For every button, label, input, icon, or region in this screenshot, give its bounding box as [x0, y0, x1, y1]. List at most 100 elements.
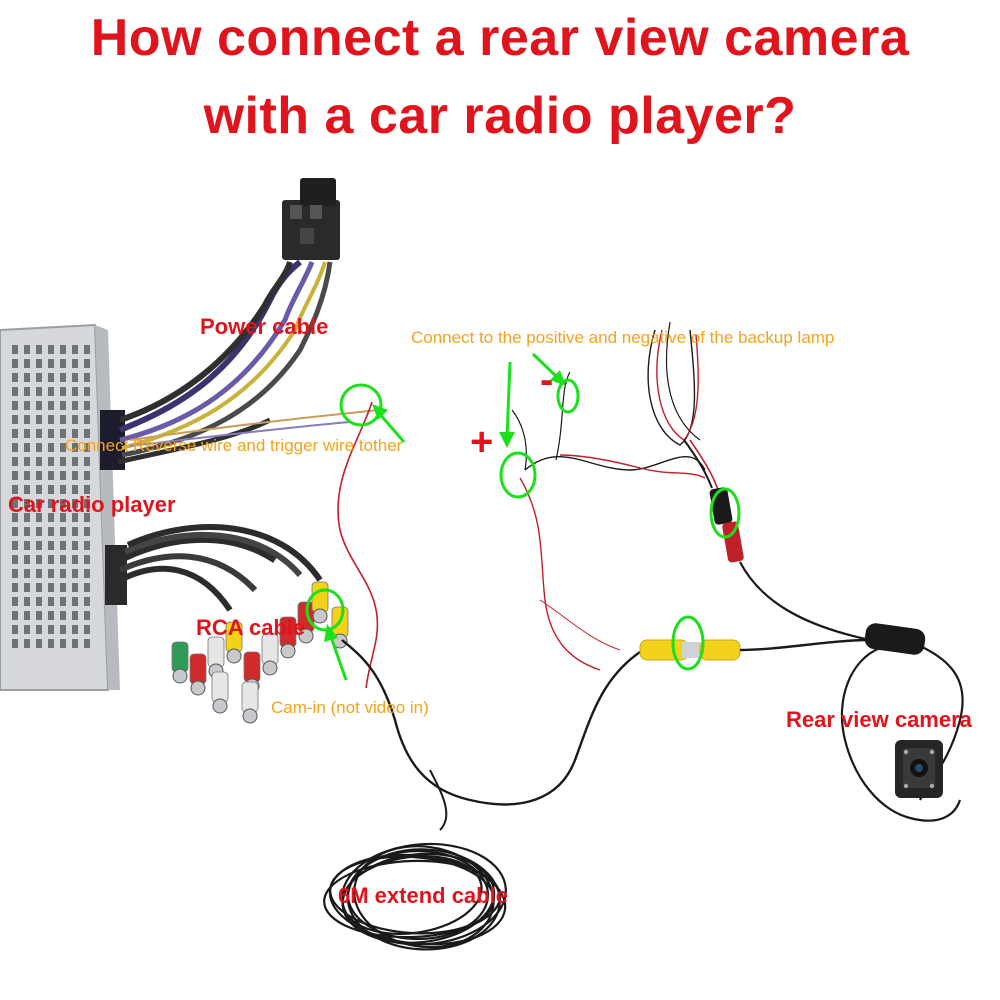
radio-vent-slot: [84, 345, 90, 354]
radio-vent-slot: [12, 471, 18, 480]
extend-cable-route: [341, 639, 641, 806]
radio-vent-slot: [48, 387, 54, 396]
radio-vent-slot: [12, 387, 18, 396]
radio-vent-slot: [36, 471, 42, 480]
radio-vent-slot: [60, 457, 66, 466]
radio-vent-slot: [60, 639, 66, 648]
radio-vent-slot: [72, 485, 78, 494]
radio-vent-slot: [84, 611, 90, 620]
radio-vent-slot: [48, 345, 54, 354]
rca-plug: [189, 653, 207, 685]
radio-vent-slot: [12, 569, 18, 578]
radio-vent-slot: [84, 555, 90, 564]
radio-vent-slot: [48, 611, 54, 620]
radio-vent-slot: [60, 471, 66, 480]
radio-vent-slot: [24, 415, 30, 424]
radio-vent-slot: [36, 359, 42, 368]
radio-vent-slot: [12, 639, 18, 648]
radio-vent-slot: [36, 415, 42, 424]
marker-backup-negative: [556, 378, 580, 414]
radio-vent-slot: [60, 555, 66, 564]
radio-vent-slot: [36, 443, 42, 452]
radio-vent-slot: [72, 373, 78, 382]
radio-vent-slot: [12, 457, 18, 466]
radio-vent-slot: [24, 569, 30, 578]
rca-plug-tip: [242, 708, 258, 724]
radio-vent-slot: [36, 611, 42, 620]
radio-vent-slot: [36, 639, 42, 648]
arrow-reverse-wire: [372, 404, 406, 443]
radio-vent-slot: [84, 359, 90, 368]
radio-vent-slot: [84, 373, 90, 382]
radio-vent-slot: [72, 401, 78, 410]
radio-vent-slot: [84, 625, 90, 634]
arrow-cam-in: [324, 624, 348, 681]
radio-vent-slot: [12, 499, 18, 508]
radio-vent-slot: [72, 345, 78, 354]
radio-vent-slot: [72, 583, 78, 592]
radio-vent-slot: [60, 541, 66, 550]
radio-vent-slot: [48, 401, 54, 410]
extend-cable-coil: [323, 842, 507, 951]
title-line-2: with a car radio player?: [203, 87, 797, 145]
radio-vent-slot: [24, 499, 30, 508]
radio-vent-slot: [72, 639, 78, 648]
radio-vent-slot: [12, 513, 18, 522]
rca-plug-tip: [172, 668, 188, 684]
radio-vent-slot: [84, 387, 90, 396]
radio-vent-slot: [72, 429, 78, 438]
radio-vent-slot: [84, 541, 90, 550]
reverse-trigger-wire: [337, 401, 379, 689]
radio-vent-slot: [48, 527, 54, 536]
radio-vent-slot: [72, 499, 78, 508]
radio-vent-slot: [24, 485, 30, 494]
radio-vent-slot: [36, 499, 42, 508]
radio-vent-slot: [84, 569, 90, 578]
radio-vent-slot: [48, 597, 54, 606]
radio-vent-slot: [48, 429, 54, 438]
rca-plug: [211, 671, 229, 703]
radio-vent-slot: [24, 471, 30, 480]
radio-vent-slot: [84, 485, 90, 494]
radio-vent-slot: [24, 429, 30, 438]
rca-plug-tip: [312, 608, 328, 624]
radio-vent-slot: [60, 373, 66, 382]
radio-vent-slot: [12, 345, 18, 354]
radio-vent-slot: [12, 485, 18, 494]
radio-vent-slot: [12, 597, 18, 606]
radio-vent-slot: [60, 359, 66, 368]
rca-plug-tip: [190, 680, 206, 696]
radio-vent-slot: [72, 359, 78, 368]
label-reverse-wire-note: Connect Reverse wire and trigger wire to…: [65, 436, 403, 455]
dc-power-plug: [709, 487, 871, 642]
radio-vent-slot: [24, 513, 30, 522]
radio-vent-slot: [48, 513, 54, 522]
radio-vent-slot: [24, 541, 30, 550]
coil-loop: [328, 853, 507, 946]
radio-vent-slot: [24, 639, 30, 648]
radio-vent-slot: [24, 555, 30, 564]
radio-vent-slot: [60, 611, 66, 620]
radio-vent-slot: [84, 639, 90, 648]
label-plus-sign: +: [470, 420, 494, 464]
rca-plug: [171, 641, 189, 673]
coil-loop: [346, 848, 501, 951]
radio-vent-slot: [12, 443, 18, 452]
marker-backup-positive: [499, 451, 537, 499]
radio-vent-slot: [48, 485, 54, 494]
radio-vent-slot: [84, 401, 90, 410]
radio-vent-slot: [72, 471, 78, 480]
radio-vent-slot: [48, 415, 54, 424]
radio-vent-slot: [48, 555, 54, 564]
coil-loop: [353, 845, 495, 949]
radio-vent-slot: [60, 597, 66, 606]
radio-vent-slot: [72, 597, 78, 606]
radio-vent-slot: [24, 583, 30, 592]
radio-vent-slot: [48, 639, 54, 648]
radio-vent-slot: [12, 625, 18, 634]
radio-vent-slot: [84, 415, 90, 424]
radio-vent-slot: [36, 401, 42, 410]
rca-plug-tip: [212, 698, 228, 714]
radio-vent-slot: [36, 485, 42, 494]
radio-vent-slot: [48, 499, 54, 508]
